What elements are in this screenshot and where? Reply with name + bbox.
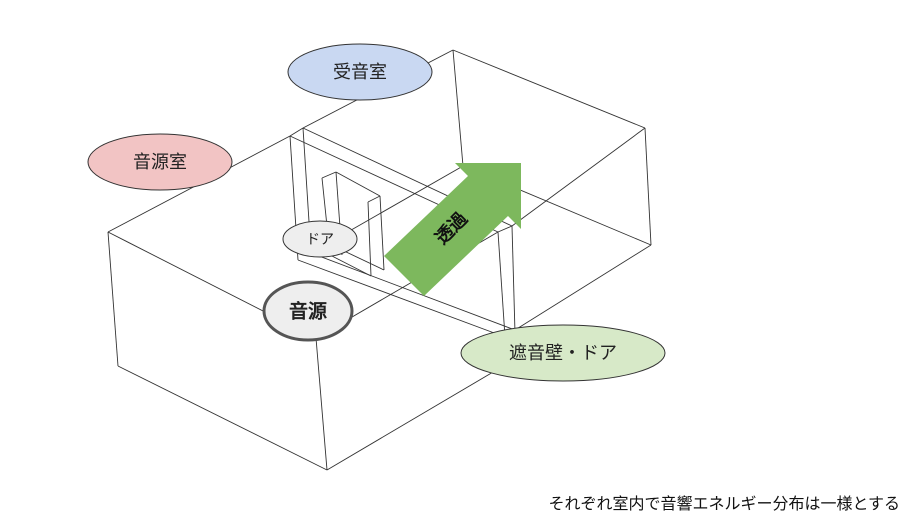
receiving-room-callout: 受音室 [287,43,433,101]
wall-door-label: 遮音壁・ドア [509,343,617,364]
sound-source-callout: 音源 [262,280,354,342]
door-callout: ドア [282,220,358,258]
wall-door-callout: 遮音壁・ドア [460,324,666,382]
door-label: ドア [306,232,334,248]
source-room-label: 音源室 [133,152,187,173]
transmission-arrow: 透過 [384,163,521,296]
sound-source-label: 音源 [289,300,327,323]
source-room-callout: 音源室 [87,133,233,191]
receiving-room-label: 受音室 [333,62,387,83]
door-frame [321,171,385,277]
caption: それぞれ室内で音響エネルギー分布は一様とする [548,494,900,513]
